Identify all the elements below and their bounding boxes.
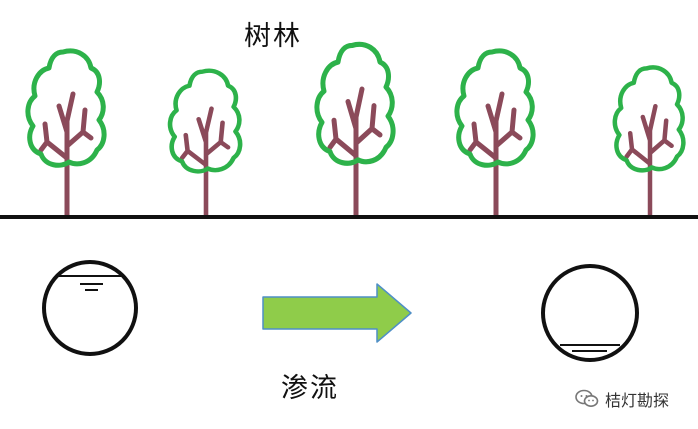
seepage-label: 渗流	[281, 373, 339, 404]
tree-5	[615, 67, 684, 216]
pipe-before-circle	[42, 260, 138, 356]
watermark: 桔灯勘探	[575, 388, 669, 410]
forest-label: 树林	[244, 21, 302, 52]
watermark-text: 桔灯勘探	[605, 391, 670, 410]
seepage-arrow	[262, 283, 412, 343]
pipe-after-circle	[541, 264, 639, 362]
wechat-icon	[575, 389, 599, 407]
pipe-after	[541, 264, 639, 362]
pipe-before	[42, 260, 138, 356]
tree-3	[317, 44, 393, 216]
tree-2	[170, 71, 240, 216]
tree-1	[28, 51, 104, 216]
tree-4	[457, 51, 533, 216]
